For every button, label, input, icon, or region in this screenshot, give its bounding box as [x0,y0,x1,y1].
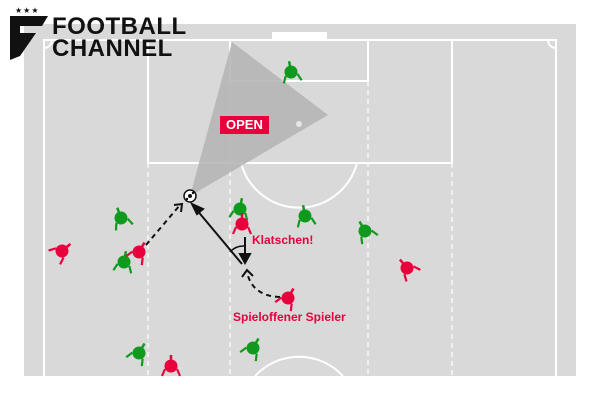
penalty-spot [296,121,302,127]
player-red [125,241,146,266]
logo-crest-icon [10,16,48,60]
pitch [24,24,576,376]
player-green [296,204,317,228]
player-green [282,60,303,84]
ball [183,189,197,203]
goal [272,32,327,40]
player-green [112,250,133,274]
logo-line2: CHANNEL [52,35,173,62]
arrows [145,201,281,298]
logo-line1: FOOTBALL [52,13,187,40]
player-red [274,287,295,312]
open-badge: OPEN [220,116,269,134]
players [48,60,421,377]
player-green [358,220,379,245]
player-red [160,355,182,377]
logo [10,8,54,69]
klatschen-label: Klatschen! [252,233,314,247]
logo-text: FOOTBALL CHANNEL [52,13,187,62]
open-player-label: Spieloffener Spieler [233,310,346,324]
player-green [114,207,134,231]
player-green [228,197,249,221]
logo-stars: ★★★ [15,6,40,15]
player-green [125,342,146,367]
player-red [48,242,72,265]
player-green [239,337,260,362]
player-red [231,213,253,235]
player-red [398,258,421,282]
